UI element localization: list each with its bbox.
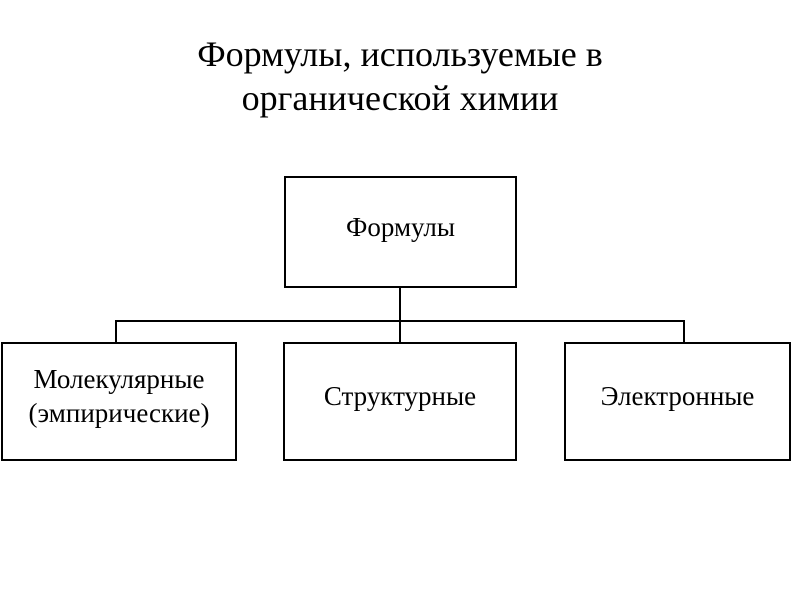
node-root-label: Формулы xyxy=(346,212,455,242)
connector-root-to-bus xyxy=(399,288,401,344)
connector-drop-electronic xyxy=(683,320,685,344)
node-formulas-root[interactable]: Формулы xyxy=(284,176,517,288)
node-molecular-label: Молекулярные (эмпирические) xyxy=(28,363,210,428)
node-molecular[interactable]: Молекулярные (эмпирические) xyxy=(1,342,237,461)
page-title: Формулы, используемые в органической хим… xyxy=(197,34,603,118)
node-electronic-label: Электронные xyxy=(600,380,755,411)
connector-horizontal-bus xyxy=(115,320,684,322)
connector-drop-molecular xyxy=(115,320,117,344)
node-structural-label: Структурные xyxy=(323,380,477,411)
node-structural[interactable]: Структурные xyxy=(283,342,517,461)
node-electronic[interactable]: Электронные xyxy=(564,342,791,461)
